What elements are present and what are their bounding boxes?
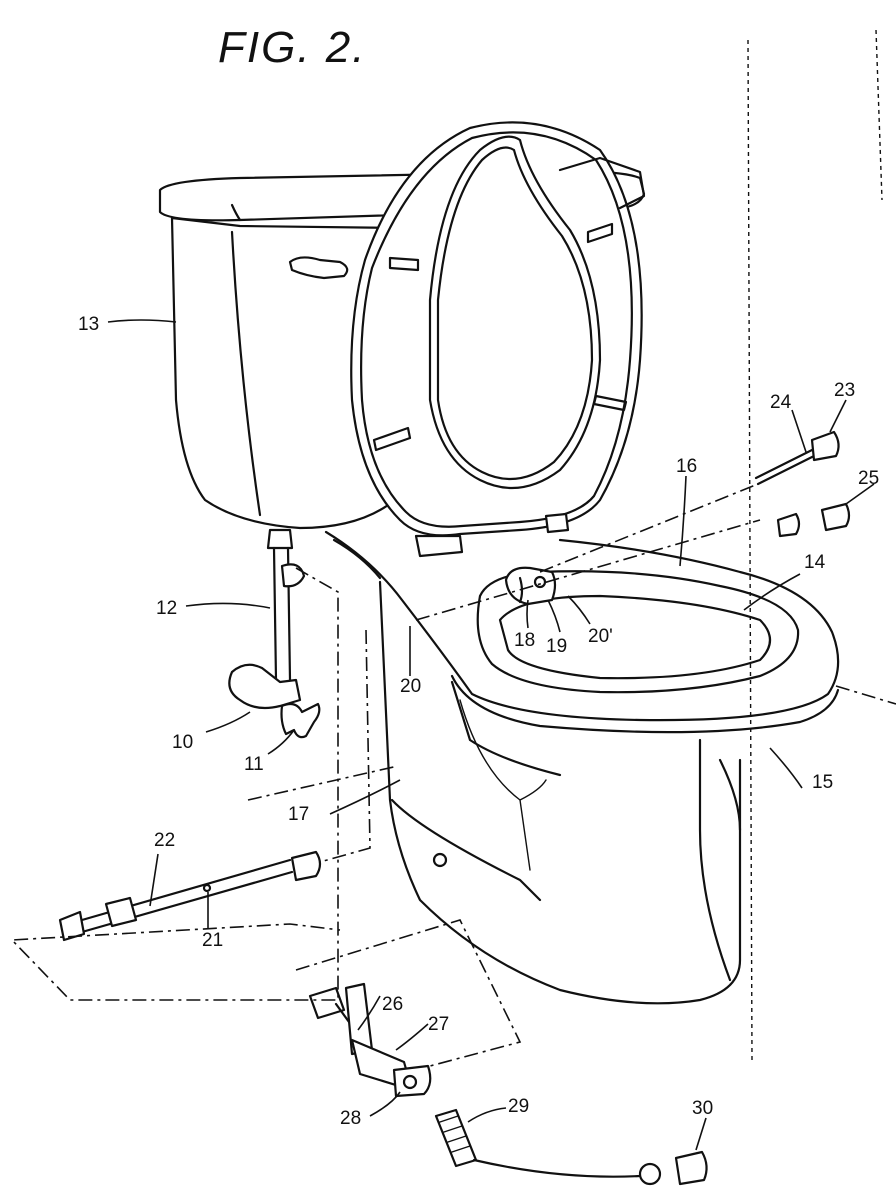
seat-lid [350,121,646,558]
label-26: 26 [382,994,403,1015]
leader-lines [107,319,875,1151]
label-20: 20 [400,676,421,697]
label-30: 30 [692,1098,713,1119]
label-22: 22 [154,830,175,851]
label-16: 16 [676,456,697,477]
label-27: 27 [428,1014,449,1035]
toilet-bowl [324,530,840,1005]
label-20-prime: 20' [588,626,613,647]
coupling-29 [434,1108,642,1178]
water-supply-valve [228,528,321,739]
label-25: 25 [858,468,879,489]
label-19: 19 [546,636,567,657]
label-13: 13 [78,314,99,335]
rod-24 [754,430,851,538]
label-12: 12 [156,598,177,619]
label-11: 11 [244,754,264,775]
label-29: 29 [508,1096,529,1117]
conduit-22 [58,850,322,942]
control-valve [308,982,432,1098]
reference-numerals: 13 12 10 11 17 20 15 16 14 18 19 20' 22 … [78,314,879,1129]
spray-nozzle-unit [504,566,557,606]
label-17: 17 [288,804,309,825]
label-15: 15 [812,772,833,793]
label-14: 14 [804,552,826,573]
label-24: 24 [770,392,792,413]
label-23: 23 [834,380,855,401]
label-10: 10 [172,732,193,753]
label-21: 21 [202,930,223,951]
figure-title: FIG. 2. [218,23,366,72]
fittings-30 [638,1150,708,1186]
construction-lines [10,29,896,1067]
label-28: 28 [340,1108,361,1129]
label-18: 18 [514,630,535,651]
